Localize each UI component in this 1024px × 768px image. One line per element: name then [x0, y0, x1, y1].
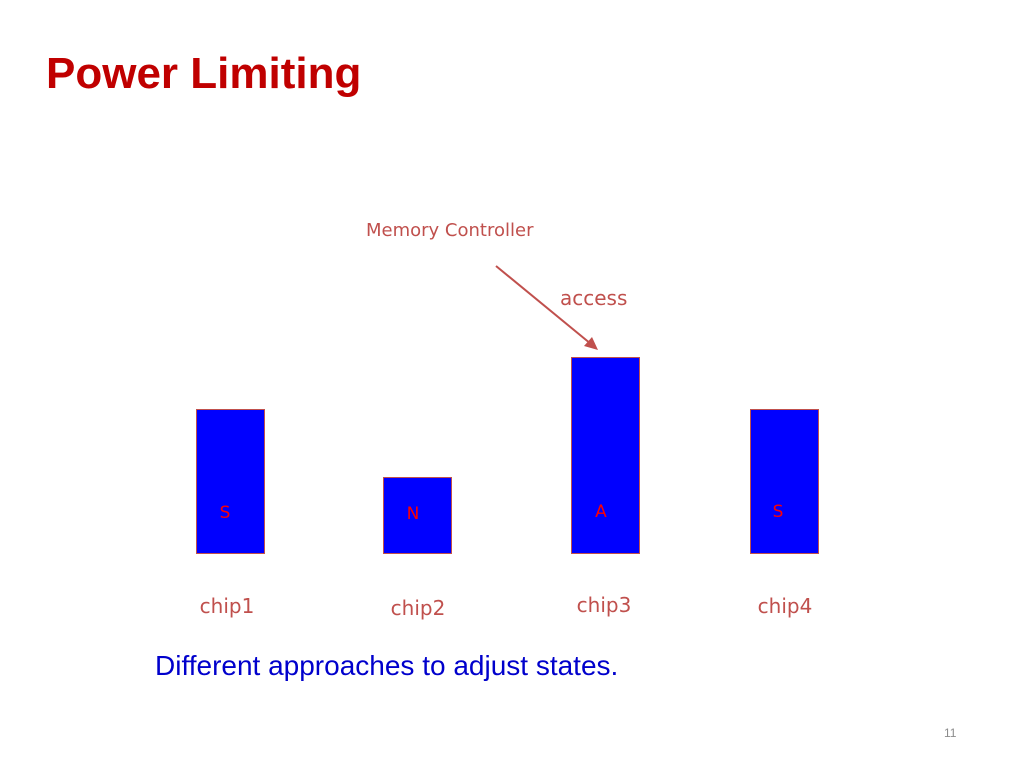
chip4-state: S	[772, 502, 784, 522]
chip2-label: chip2	[390, 596, 446, 620]
chip3-label: chip3	[576, 593, 632, 617]
chip1-state: S	[219, 503, 231, 523]
caption: Different approaches to adjust states.	[155, 650, 619, 681]
chip4-label: chip4	[757, 594, 813, 618]
memory-controller-label: Memory Controller	[366, 220, 534, 241]
chip1-bar	[196, 409, 265, 554]
slide-number: 11	[944, 726, 957, 740]
chip2-state: N	[406, 504, 420, 524]
chip1-label: chip1	[199, 594, 255, 618]
chip3-bar	[571, 357, 640, 554]
access-label: access	[560, 286, 628, 310]
slide-title: Power Limiting	[46, 49, 362, 98]
chip2-bar	[383, 477, 452, 554]
chip3-state: A	[595, 502, 607, 522]
chip4-bar	[750, 409, 819, 554]
